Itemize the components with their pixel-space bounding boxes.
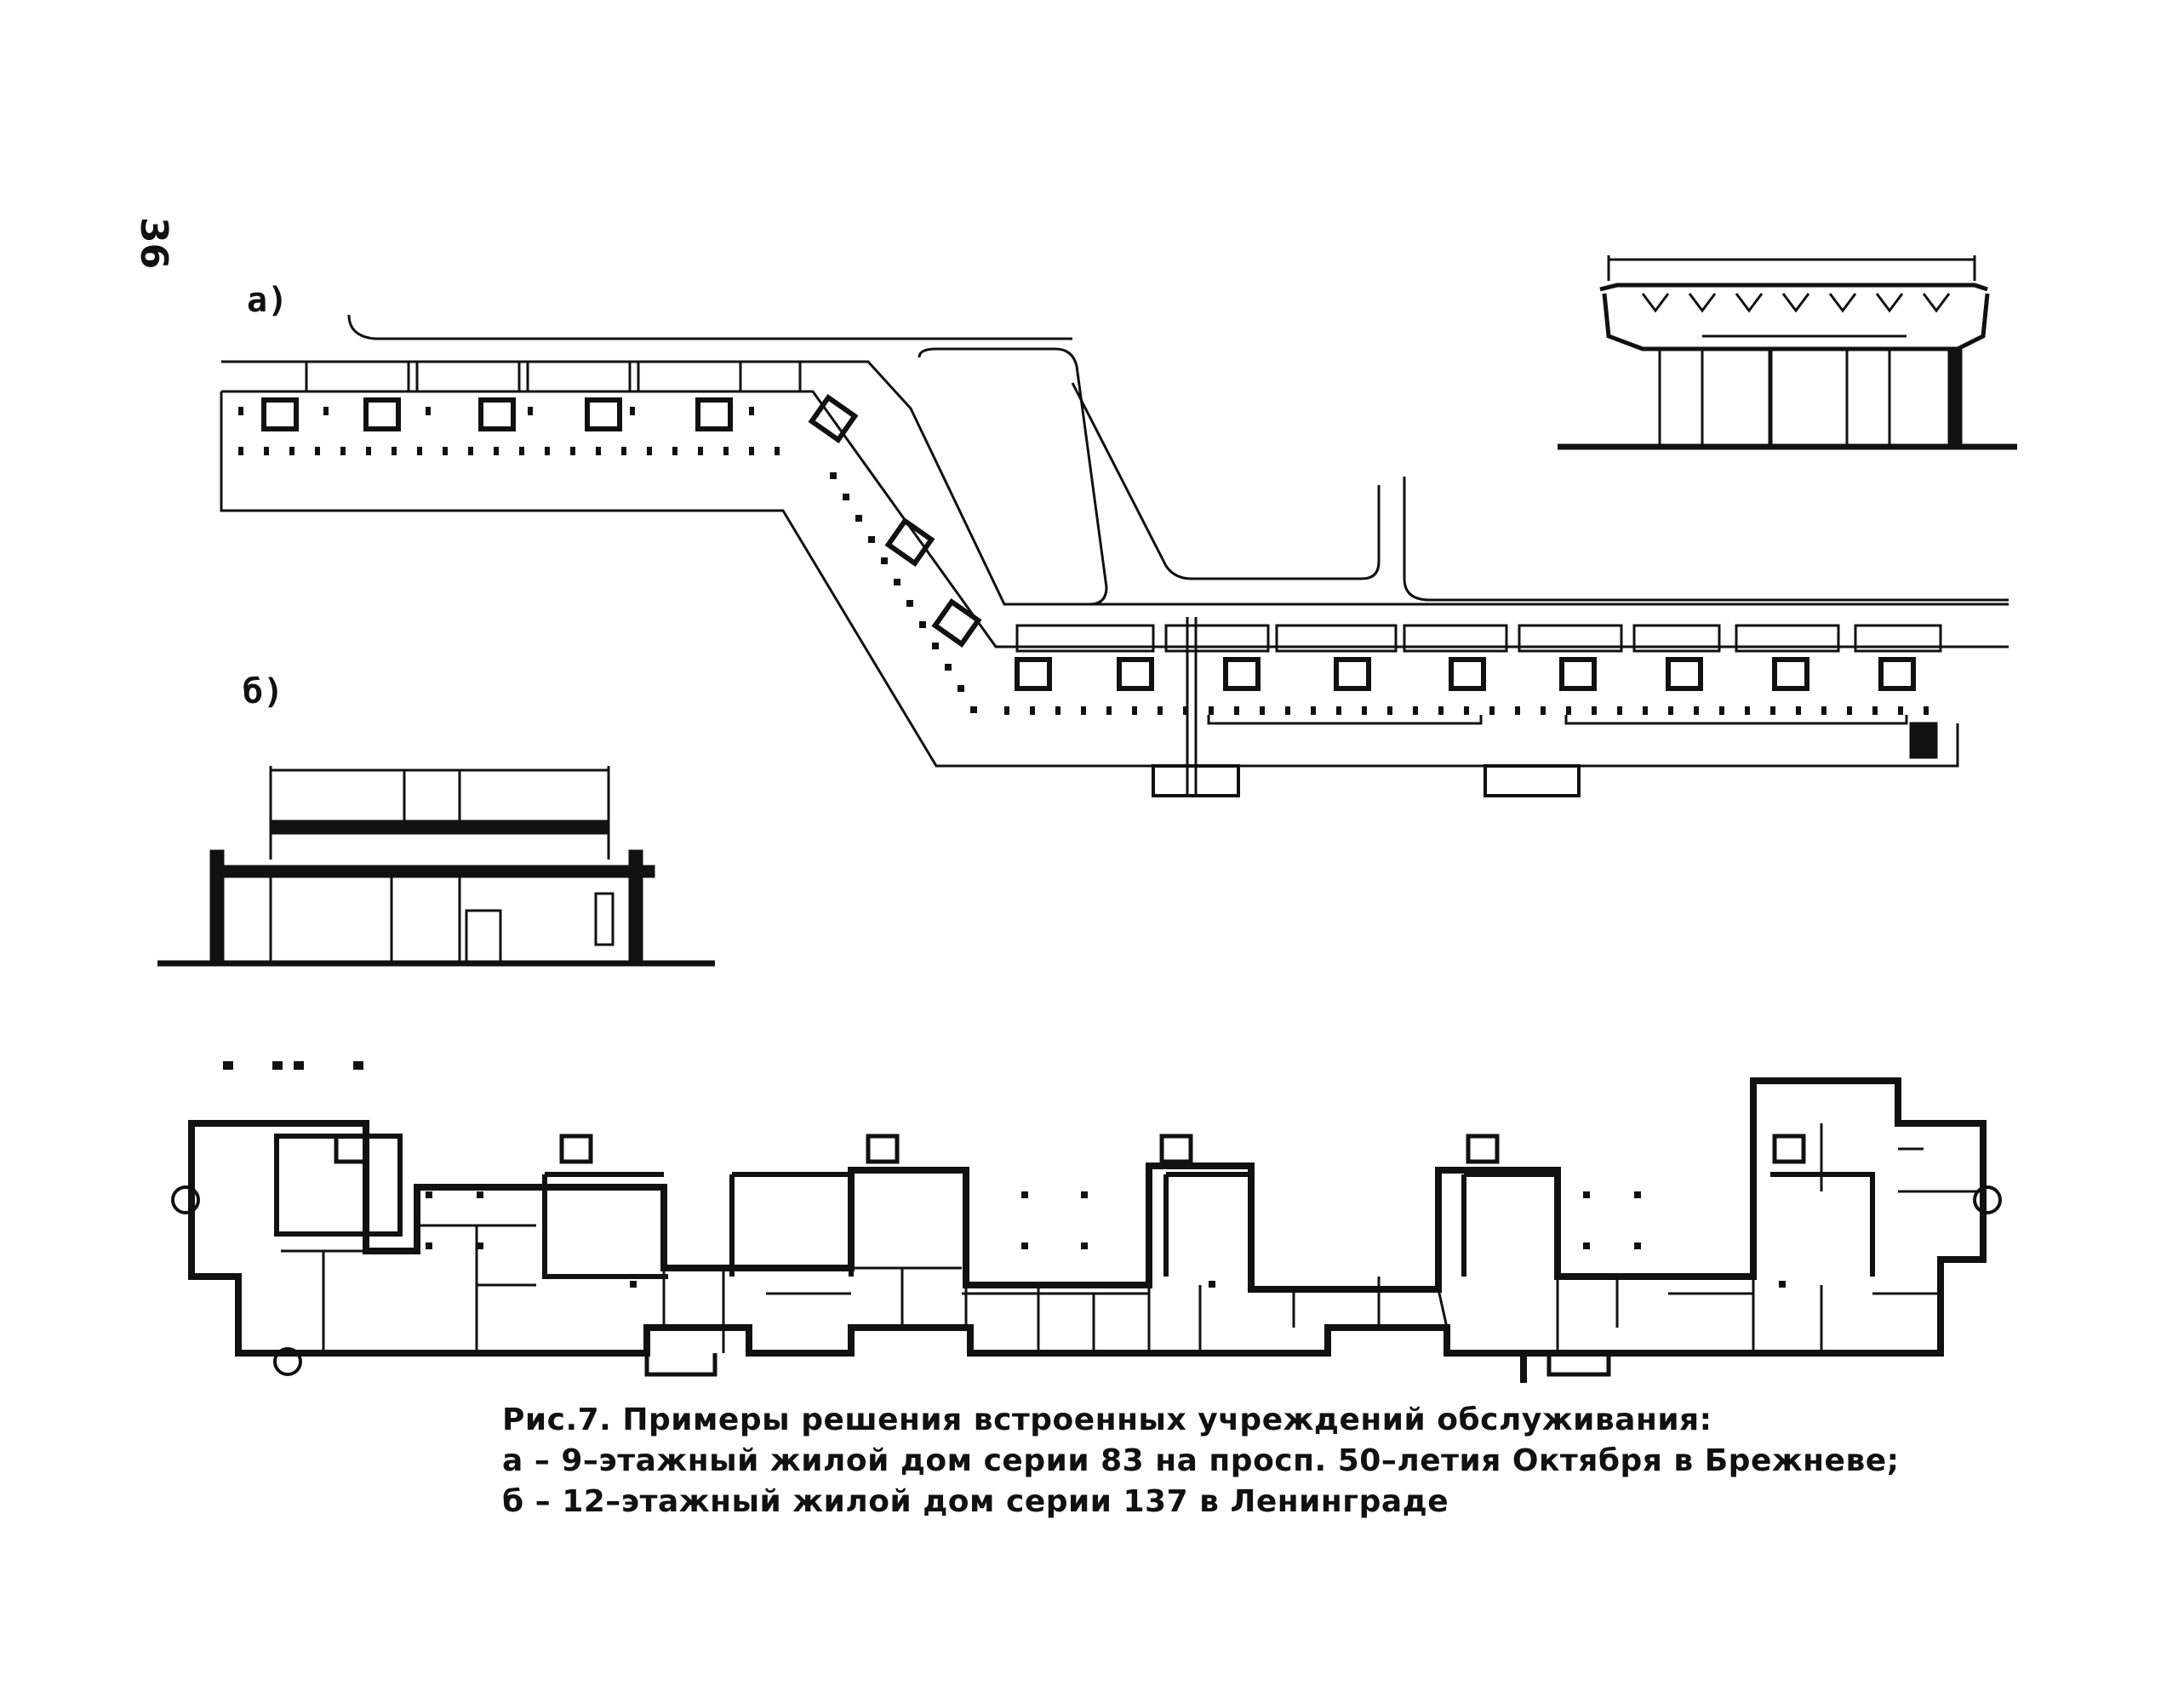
figure-label-a: а): [247, 281, 289, 320]
caption-title: Рис.7. Примеры решения встроенных учрежд…: [502, 1402, 1712, 1437]
caption-item-a: а – 9–этажный жилой дом серии 83 на прос…: [502, 1443, 1900, 1478]
section-a: [1558, 255, 2017, 450]
site-plan-a: [220, 314, 2009, 797]
section-b: [157, 766, 715, 967]
caption-item-b: б – 12–этажный жилой дом серии 137 в Лен…: [502, 1484, 1449, 1519]
floor-plan-b: [171, 1061, 2002, 1383]
figure-caption: Рис.7. Примеры решения встроенных учрежд…: [502, 1400, 1949, 1522]
figure-label-b: б): [243, 672, 284, 711]
